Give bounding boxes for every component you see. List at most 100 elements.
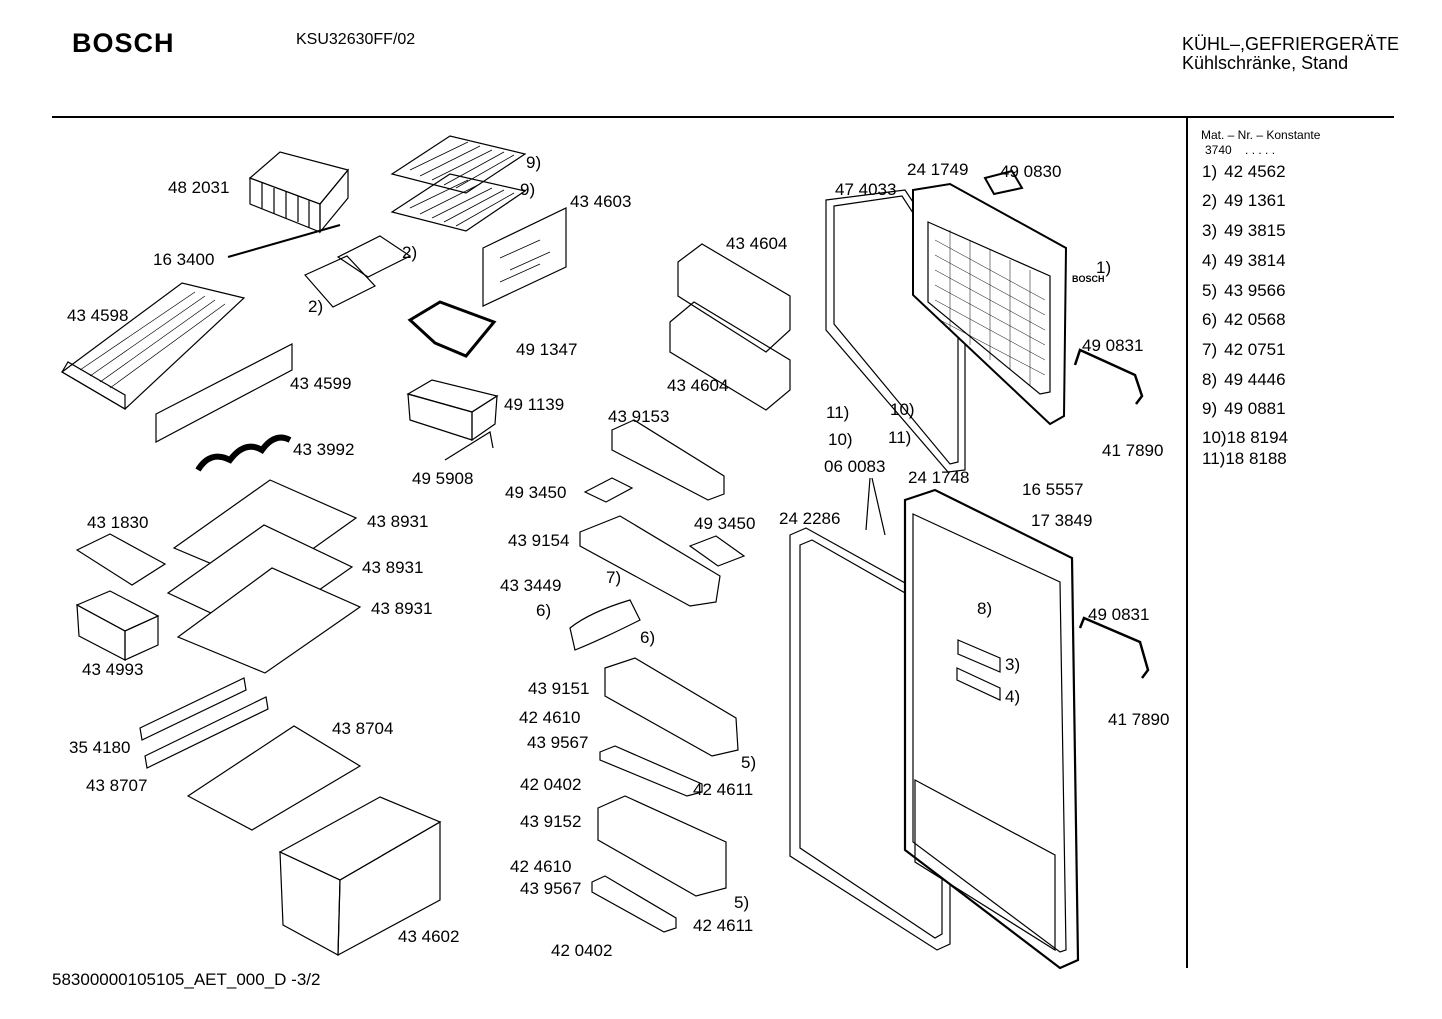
fridge-door-241748-drawing: [905, 490, 1078, 968]
part-label: 42 0402: [551, 941, 613, 960]
part-label: 2): [308, 297, 324, 316]
legend-item: 8)49 4446: [1202, 370, 1286, 390]
part-label: 49 1139: [504, 395, 565, 414]
balcony-439154-drawing: [580, 516, 720, 606]
part-label: 43 4602: [398, 927, 460, 946]
legend-constant: 3740 . . . . .: [1205, 143, 1275, 157]
legend-value: 18 8188: [1225, 449, 1287, 468]
legend-key: 9): [1202, 399, 1218, 418]
part-label: 43 4993: [82, 660, 144, 679]
glass-438704-drawing: [188, 726, 360, 830]
egg-tray-493450a-drawing: [585, 478, 632, 502]
part-label: 43 9567: [527, 733, 589, 752]
balcony-434604b-drawing: [670, 302, 790, 410]
strip-434599-drawing: [156, 344, 292, 442]
part-label: 49 0831: [1088, 605, 1150, 624]
legend-value: 49 3814: [1224, 251, 1286, 270]
rod-16-3400: [228, 225, 340, 257]
part-label: 43 1830: [87, 513, 149, 532]
handle-490831a-drawing: [1075, 350, 1142, 404]
part-label: 10): [828, 430, 853, 449]
legend-value: 42 0751: [1224, 340, 1286, 359]
category-line-1: KÜHL–,GEFRIERGERÄTE: [1182, 34, 1400, 54]
legend-item: 11)18 8188: [1202, 449, 1287, 469]
legend-value: 49 4446: [1224, 370, 1286, 389]
balcony-439153-drawing: [612, 420, 724, 500]
part-label: 17 3849: [1031, 511, 1093, 530]
handle-490831b-drawing: [1080, 618, 1148, 678]
part-label: 16 3400: [153, 250, 215, 269]
part-label: 43 9152: [520, 812, 582, 831]
part-label: 9): [526, 153, 542, 172]
freezer-door-241749-drawing: [913, 184, 1066, 424]
egg-tray-493450b-drawing: [690, 536, 744, 566]
handle-cap-490830-drawing: [985, 171, 1022, 194]
part-label: 43 4599: [290, 374, 352, 393]
part-label: 43 8931: [362, 558, 424, 577]
strip-354180a-drawing: [140, 678, 246, 740]
back-plate-drawing: [483, 208, 566, 306]
legend-item: 9) 49 0881: [1202, 399, 1286, 419]
part-label: 3): [1005, 655, 1021, 674]
legend-key: 7): [1202, 340, 1218, 359]
legend-value: 43 9566: [1224, 281, 1286, 300]
legend-key: 10): [1202, 428, 1227, 447]
legend-key: 11): [1202, 449, 1226, 468]
part-label: 43 9154: [508, 531, 570, 550]
part-label: 47 4033: [835, 180, 897, 199]
part-label: 49 1347: [516, 340, 578, 359]
part-label: 2): [402, 243, 418, 262]
part-label: 24 1748: [908, 468, 970, 487]
model-number: KSU32630FF/02: [296, 31, 416, 48]
legend-key: 1): [1202, 162, 1218, 181]
part-label: 43 9151: [528, 679, 590, 698]
legend-item: 10)18 8194: [1202, 428, 1288, 448]
part-label: 43 8707: [86, 776, 148, 795]
part-label: 43 3449: [500, 576, 562, 595]
legend-title: Mat. – Nr. – Konstante: [1201, 128, 1321, 142]
part-label: BOSCH: [1072, 274, 1105, 284]
part-label: 06 0083: [824, 457, 886, 476]
part-label: 43 4603: [570, 192, 632, 211]
legend-item: 5)43 9566: [1202, 281, 1286, 301]
part-label: 6): [536, 601, 552, 620]
part-label: 11): [826, 403, 850, 422]
part-label: 43 8931: [371, 599, 433, 618]
balcony-439152-drawing: [598, 796, 726, 896]
part-label: 5): [741, 753, 757, 772]
part-label: 49 3450: [505, 483, 567, 502]
box-434993-drawing: [77, 591, 158, 660]
label-493815-drawing: [958, 640, 1000, 672]
part-label: 7): [606, 568, 622, 587]
sidebar-divider: [1186, 118, 1188, 968]
box-491139-drawing: [408, 380, 497, 440]
legend-item: 6)42 0568: [1202, 310, 1286, 330]
part-label: 43 4604: [667, 376, 729, 395]
header-divider: [52, 116, 1394, 118]
part-label: 43 8931: [367, 512, 429, 531]
part-label: 49 3450: [694, 514, 756, 533]
glass-shelves-drawing: [168, 480, 360, 673]
part-label: 11): [888, 428, 912, 447]
part-label: 49 0831: [1082, 336, 1144, 355]
part-label: 6): [640, 628, 656, 647]
part-label: 43 8704: [332, 719, 394, 738]
door-hatch-pattern: [935, 230, 1045, 385]
grid-shelves-drawing: [392, 136, 525, 231]
balcony-434604a-drawing: [678, 244, 790, 352]
legend-value: 49 0881: [1224, 399, 1286, 418]
part-label: 9): [520, 180, 536, 199]
legend-constant-value: 3740: [1205, 143, 1232, 157]
flap-433449-drawing: [570, 600, 640, 650]
part-label: 35 4180: [69, 738, 131, 757]
part-label: 43 9153: [608, 407, 670, 426]
legend-value: 49 1361: [1224, 191, 1286, 210]
part-label: 8): [977, 599, 993, 618]
part-label: 42 4611: [693, 916, 754, 935]
part-label: 43 4598: [67, 306, 129, 325]
legend-item: 3)49 3815: [1202, 221, 1286, 241]
legend-key: 3): [1202, 221, 1218, 240]
document-id: 58300000105105_AET_000_D -3/2: [52, 970, 321, 989]
label-493814-drawing: [957, 668, 1000, 700]
